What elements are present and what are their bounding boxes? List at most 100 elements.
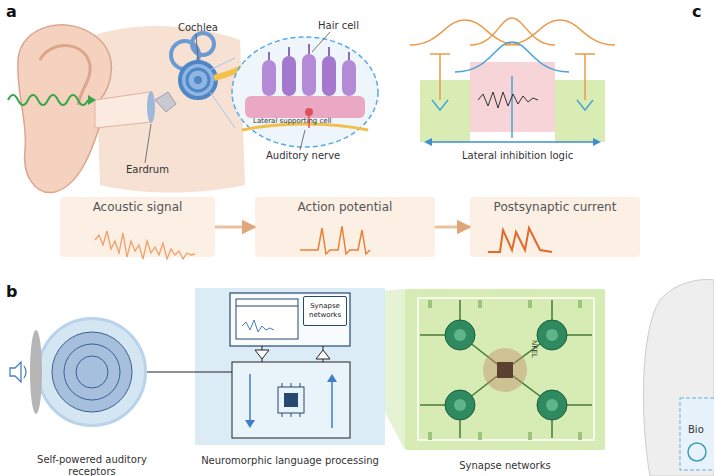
synapse-chip-detail-part: [445, 390, 475, 420]
signal-title: Acoustic signal: [60, 197, 215, 214]
lateral-inhibition-figure-part: [420, 80, 470, 142]
panel-c-figure-part: [688, 443, 706, 461]
ear-illustration-part: [88, 95, 96, 105]
processing-block-detail-part: [327, 374, 337, 382]
ear-illustration-part: [95, 26, 245, 193]
signal-waveform-part: [300, 226, 370, 254]
processing-block-detail-part: [245, 420, 255, 428]
part-label: Hair cell: [318, 20, 359, 31]
lateral-inhibition-figure: [410, 18, 615, 146]
synapse-chip-detail-part: [454, 399, 466, 411]
part-label: Auditory nerve: [266, 150, 340, 161]
synapse-chip-detail-part: [497, 362, 513, 378]
lateral-inhibition-figure-part: [555, 80, 605, 142]
hair-cell-inset-part: [269, 44, 349, 60]
processing-block-detail-part: [323, 346, 324, 350]
signal-title: Action potential: [255, 197, 435, 214]
processing-block-detail-part: [284, 393, 298, 407]
synapse-box: Synapse networks: [303, 296, 347, 326]
processing-block-detail-part: [195, 371, 232, 372]
signal-title: Postsynaptic current: [470, 197, 640, 214]
leader-lines-part: [196, 34, 198, 60]
ear-illustration-part: [40, 46, 90, 105]
processing-block-detail-part: [236, 299, 298, 339]
ear-illustration-part: [192, 33, 214, 55]
hair-cell-inset-part: [282, 56, 296, 96]
ear-illustration-part: [147, 91, 155, 123]
hair-cell-inset-part: [305, 108, 313, 116]
signal-waveform: [95, 226, 552, 259]
receptor-detail: [10, 330, 132, 414]
processing-block-detail-part: [323, 359, 324, 362]
part-label: Lateral supporting cell: [253, 117, 332, 125]
ear-illustration-part: [95, 92, 152, 128]
panel-letter: c: [692, 2, 701, 21]
signal-waveform-part: [95, 231, 195, 259]
part-label: Eardrum: [126, 164, 169, 175]
receptor-detail-part: [30, 330, 42, 414]
panel-caption: Neuromorphic language processing: [187, 455, 393, 467]
synapse-chip-detail: [418, 298, 594, 440]
hair-cell-inset-part: [302, 54, 316, 96]
ear-illustration-part: [210, 58, 235, 70]
processing-block-detail-part: [230, 293, 350, 346]
synapse-chip-detail-part: [420, 300, 592, 438]
signal-box: Acoustic signal: [60, 197, 215, 257]
part-label: Cochlea: [178, 22, 218, 33]
hair-cell-inset-part: [262, 60, 276, 96]
lateral-inhibition-figure-part: [593, 138, 601, 146]
processing-block-detail-part: [232, 362, 350, 438]
processing-block-detail-part: [316, 350, 330, 359]
flow-arrow: [215, 226, 255, 229]
synapse-chip-detail-part: [418, 298, 594, 440]
ear-illustration-part: [194, 76, 202, 84]
processing-block-detail-part: [236, 306, 298, 307]
panel-c-figure-part: [680, 398, 714, 470]
panel-caption: Synapse networks: [397, 460, 613, 472]
hair-cell-inset-part: [342, 60, 356, 96]
flow-arrow: [435, 226, 470, 229]
processing-block-detail-part: [278, 387, 304, 413]
hair-cell-inset-part: [322, 56, 336, 96]
receptor-detail-part: [76, 356, 108, 388]
processing-block-detail-part: [249, 374, 251, 422]
leader-lines-part: [145, 124, 151, 163]
panel-letter: a: [6, 2, 17, 21]
ear-illustration: [8, 25, 250, 193]
chip-label: NFEL: [530, 340, 538, 358]
receptor-detail-part: [64, 344, 120, 400]
panel-text: Bio: [688, 424, 704, 435]
figure-label: Lateral inhibition logic: [462, 150, 573, 161]
synapse-chip-detail-part: [445, 320, 475, 350]
ear-illustration-part: [155, 92, 176, 112]
synapse-chip-detail-part: [546, 329, 558, 341]
ear-illustration-part: [187, 69, 209, 91]
processing-block-detail-part: [282, 383, 300, 417]
box-text: Synapse networks: [304, 302, 346, 320]
panel-c-figure-part: [643, 280, 714, 476]
hair-cell-inset-part: [232, 37, 378, 147]
lateral-inhibition-figure-part: [455, 42, 569, 72]
leader-lines-part: [300, 130, 305, 150]
receptor-detail-part: [52, 332, 132, 412]
ear-illustration-part: [8, 95, 88, 105]
signal-box: Action potential: [255, 197, 435, 257]
synapse-chip-detail-part: [483, 348, 527, 392]
ear-illustration-part: [210, 92, 235, 128]
lateral-inhibition-figure-part: [410, 20, 520, 45]
processing-block-detail-part: [242, 320, 274, 332]
lateral-inhibition-figure-part: [511, 76, 513, 138]
synapse-chip-detail-part: [537, 390, 567, 420]
processing-block-detail-part: [262, 359, 263, 362]
leader-lines: [145, 32, 330, 163]
synapse-chip-detail-part: [430, 300, 580, 440]
lateral-inhibition-figure-part: [430, 141, 595, 143]
signal-waveform-part: [488, 228, 552, 252]
processing-block-detail-part: [262, 346, 263, 350]
receptor-circle: Self-powered auditory receptors: [37, 317, 147, 427]
panel-c-figure: [643, 280, 714, 476]
lateral-inhibition-figure-part: [470, 18, 555, 45]
processing-panel: Neuromorphic language processingSynapse …: [195, 288, 385, 445]
